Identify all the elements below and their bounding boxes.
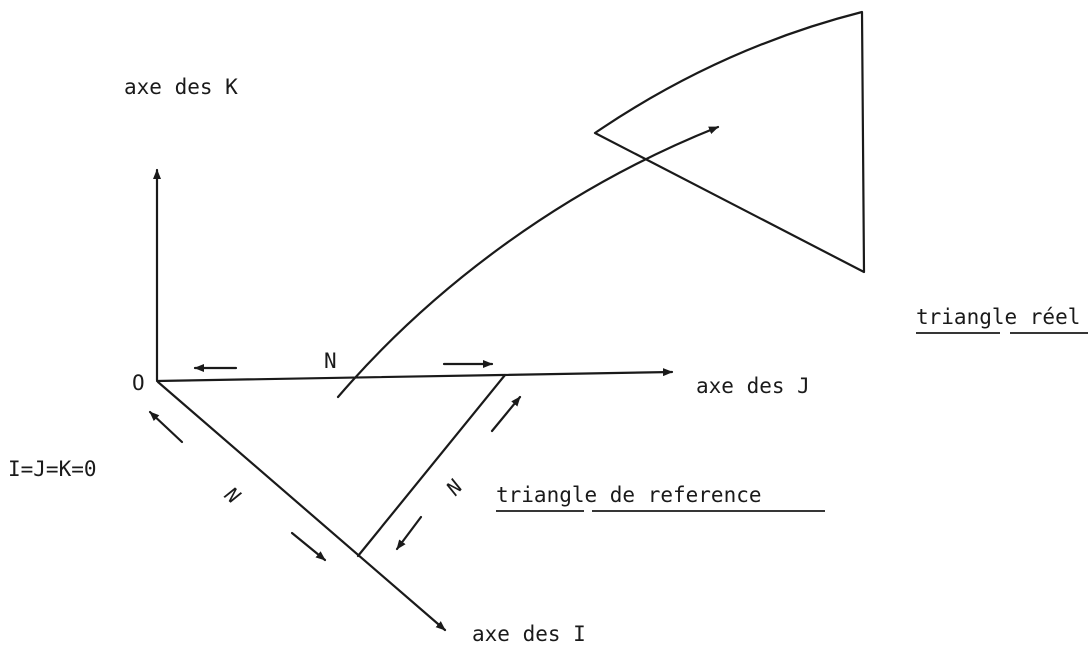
axis-i-label: axe des I bbox=[472, 622, 586, 646]
real-triangle-label: triangle réel bbox=[916, 305, 1080, 329]
reference-triangle-edge bbox=[356, 373, 507, 558]
axis-k-label: axe des K bbox=[124, 75, 238, 99]
reference-triangle-label: triangle de reference bbox=[496, 483, 762, 507]
n-arrow-i-down bbox=[290, 531, 327, 562]
origin-condition-label: I=J=K=0 bbox=[8, 457, 97, 481]
transformation-curve-arrow bbox=[336, 125, 720, 399]
origin-label: O bbox=[132, 371, 145, 395]
real-triangle bbox=[593, 10, 866, 274]
n-arrow-edge-up bbox=[490, 395, 522, 433]
n-diagonal-left-label: N bbox=[220, 482, 246, 509]
n-horizontal-label: N bbox=[324, 349, 337, 373]
j-axis bbox=[155, 368, 674, 383]
i-axis bbox=[156, 380, 447, 632]
n-diagonal-right-label: N bbox=[441, 474, 468, 500]
n-arrow-edge-down bbox=[395, 515, 423, 551]
axis-j-label: axe des J bbox=[696, 374, 810, 398]
n-arrow-i-up bbox=[148, 410, 184, 444]
